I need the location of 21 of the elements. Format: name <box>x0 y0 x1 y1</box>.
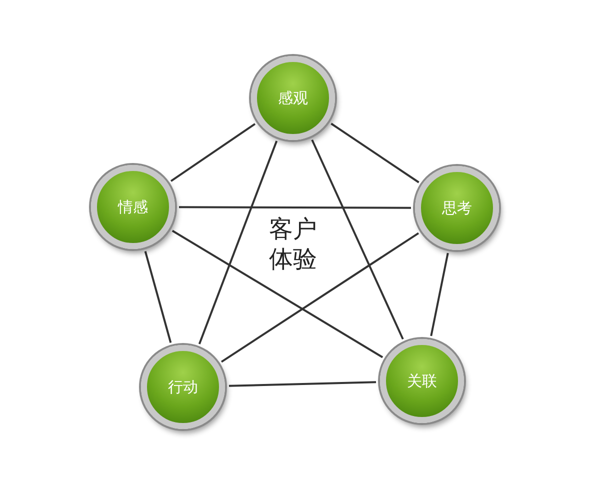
connector-line <box>170 123 256 182</box>
node-label: 情感 <box>118 198 148 216</box>
circle-node <box>91 165 175 249</box>
node-label: 行动 <box>168 378 198 396</box>
connector-line <box>430 252 449 336</box>
connector-line <box>144 251 172 343</box>
circle-node <box>141 345 225 429</box>
node-label: 思考 <box>442 198 472 218</box>
circle-node <box>380 339 464 423</box>
node-label: 感观 <box>278 88 308 108</box>
node-label: 关联 <box>407 372 437 390</box>
connector-line <box>228 381 376 387</box>
connector-line <box>172 230 384 358</box>
connector-line <box>311 139 404 340</box>
connector-line <box>198 140 278 344</box>
center-title: 客户体验 <box>268 214 318 274</box>
circle-node <box>251 56 335 140</box>
connector-line <box>220 232 420 363</box>
connector-line <box>179 206 411 209</box>
connector-line <box>330 122 420 184</box>
circle-node <box>415 166 499 250</box>
